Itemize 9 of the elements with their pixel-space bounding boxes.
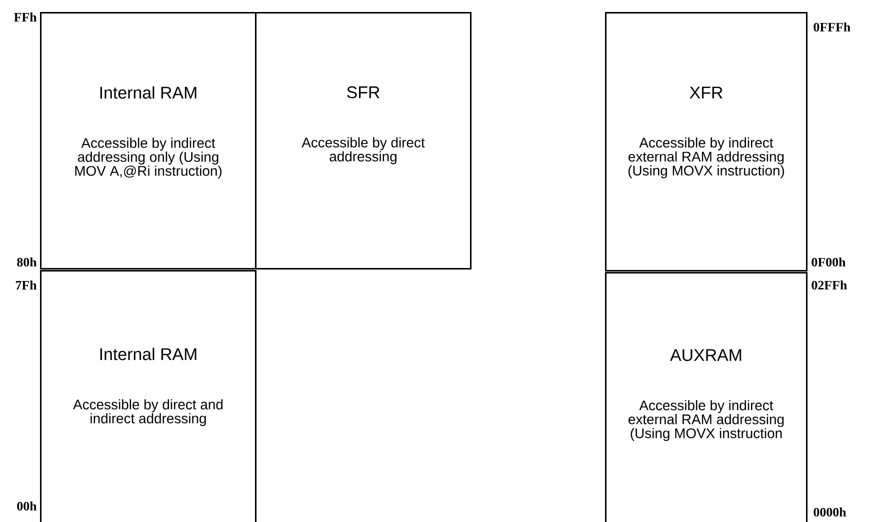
memory-region-box: AUXRAM Accessible by indirect external RAM addressing (Using MOVX instruction xyxy=(605,272,808,522)
memory-region-box: XFR Accessible by indirect external RAM addressing (Using MOVX instruction) xyxy=(605,12,808,272)
memory-region-box: Internal RAM Accessible by direct and indirect addressing xyxy=(40,270,256,522)
address-label: 02FFh xyxy=(812,280,847,290)
address-label: 7Fh xyxy=(16,280,37,290)
memory-region-box: Internal RAM Accessible by indirect addressing only (Using MOV A,@Ri instruction) xyxy=(40,12,256,270)
address-label: 80h xyxy=(17,257,37,267)
address-label: 0F00h xyxy=(812,257,846,267)
memory-region-box: SFR Accessible by direct addressing xyxy=(255,12,472,270)
